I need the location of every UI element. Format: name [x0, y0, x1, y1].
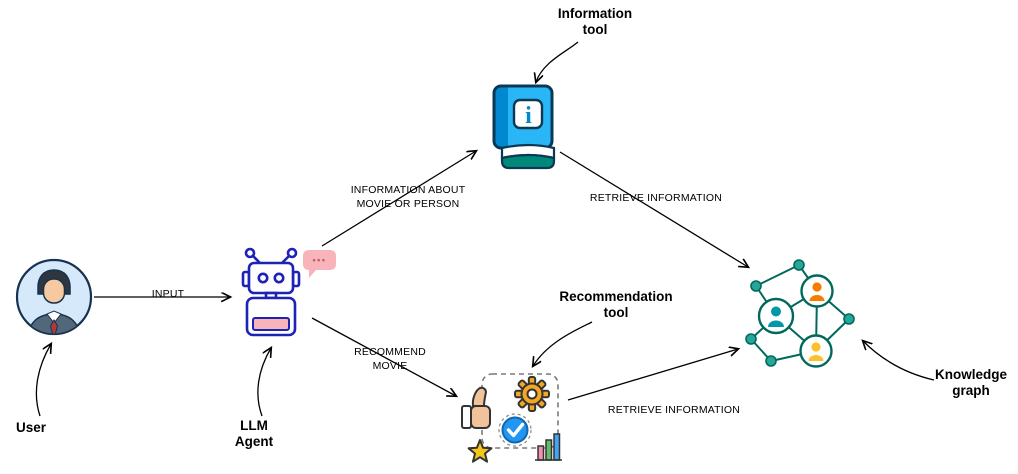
person-node-yellow	[799, 334, 833, 368]
edge-label-recommend-line1: RECOMMEND	[354, 346, 426, 358]
edge-label-retrieve-information-top: RETRIEVE INFORMATION	[576, 191, 736, 205]
thumbs-up-icon	[461, 386, 491, 429]
pointer-recommendation-tool-label	[533, 321, 593, 366]
edge-label-retrieve-information-top-text: RETRIEVE INFORMATION	[589, 192, 723, 204]
edge-label-input-text: INPUT	[151, 288, 185, 300]
user-label: User	[16, 420, 76, 436]
pointer-llm-agent-label	[257, 348, 271, 417]
gear-icon	[514, 376, 550, 412]
bar-chart-icon	[535, 433, 562, 461]
recommendation-tool-label-line1: Recommendation	[559, 289, 673, 304]
edge-label-retrieve-information-bottom: RETRIEVE INFORMATION	[594, 403, 754, 417]
user-avatar-icon	[15, 258, 93, 336]
edge-label-input: INPUT	[128, 287, 208, 301]
dashed-frame	[481, 373, 559, 449]
star-icon	[467, 439, 493, 463]
person-node-orange	[800, 274, 834, 308]
user-label-text: User	[16, 420, 47, 435]
arrow-information-tool-to-graph	[559, 151, 748, 267]
arrow-recommendation-tool-to-graph	[567, 349, 738, 401]
knowledge-graph-label-line2: graph	[952, 383, 990, 398]
pointer-information-tool-label	[536, 41, 579, 82]
info-symbol: i	[525, 103, 532, 129]
check-badge-icon	[498, 413, 532, 447]
recommendation-tool-label-line2: tool	[603, 305, 629, 320]
knowledge-graph-label: Knowledge graph	[921, 367, 1018, 399]
edge-label-information-request-line2: MOVIE OR PERSON	[356, 198, 460, 210]
chat-bubble-dots: •••	[313, 255, 327, 265]
llm-agent-label-line2: Agent	[234, 434, 274, 449]
recommendation-tool-icon	[461, 373, 562, 463]
knowledge-graph-label-line1: Knowledge	[934, 367, 1007, 382]
information-tool-label: Information tool	[545, 6, 645, 38]
edge-label-retrieve-information-bottom-text: RETRIEVE INFORMATION	[607, 404, 741, 416]
knowledge-graph-icon	[745, 259, 855, 368]
information-book-icon: i	[492, 84, 556, 170]
llm-agent-robot-icon	[241, 247, 301, 337]
recommendation-tool-label: Recommendation tool	[546, 289, 686, 321]
edge-label-information-request: INFORMATION ABOUT MOVIE OR PERSON	[338, 183, 478, 211]
edge-label-information-request-line1: INFORMATION ABOUT	[350, 184, 466, 196]
edge-label-recommend: RECOMMEND MOVIE	[340, 345, 440, 373]
person-node-teal	[757, 297, 795, 335]
chat-bubble-icon: •••	[303, 250, 336, 278]
llm-agent-label-line1: LLM	[240, 418, 268, 433]
graph-dots	[745, 259, 855, 367]
pointer-user-label	[35, 344, 51, 417]
information-tool-label-line1: Information	[557, 6, 633, 21]
information-tool-label-line2: tool	[582, 22, 608, 37]
llm-agent-label: LLM Agent	[214, 418, 294, 450]
edge-label-recommend-line2: MOVIE	[372, 360, 408, 372]
